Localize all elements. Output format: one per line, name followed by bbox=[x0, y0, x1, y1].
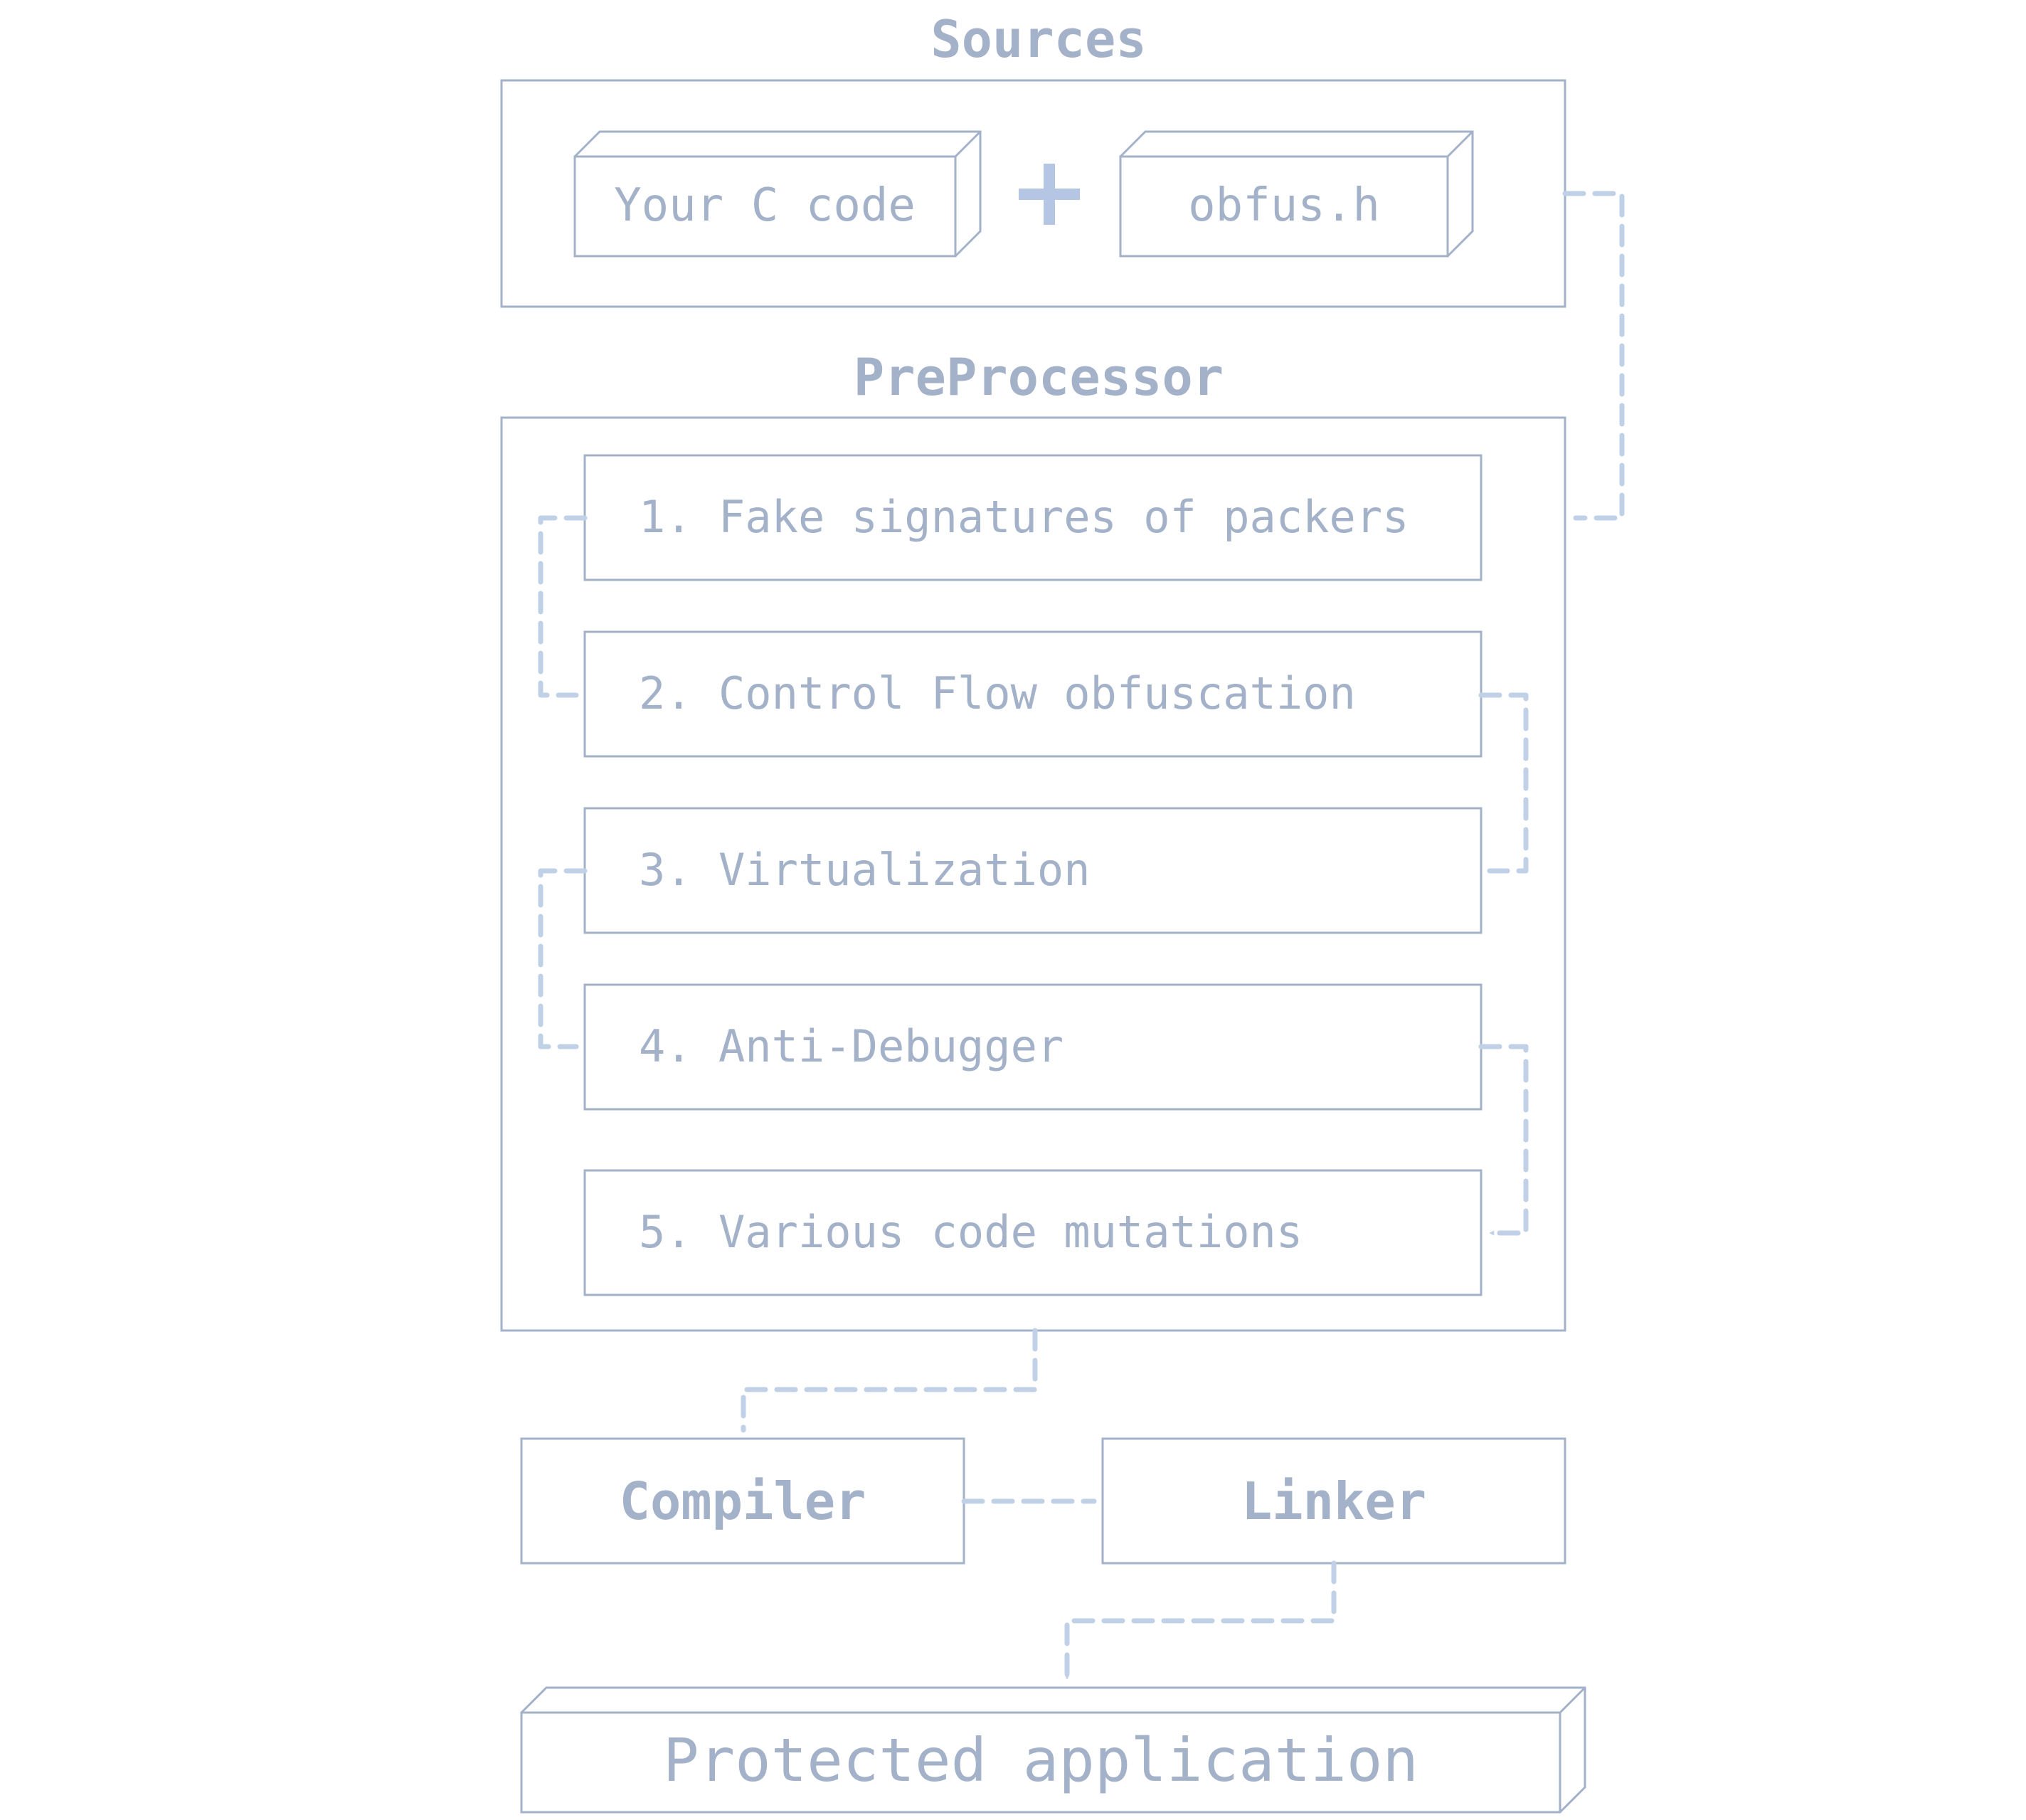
source-file-obfus-h-label: obfus.h bbox=[1188, 179, 1380, 232]
flow-step2-to-step3 bbox=[1478, 692, 1529, 874]
sources-title: Sources bbox=[930, 9, 1146, 69]
flow-step4-to-step5 bbox=[1478, 1044, 1529, 1236]
preprocessor-title: PreProcessor bbox=[854, 347, 1224, 407]
compiler-label: Compiler bbox=[620, 1471, 866, 1531]
output-protected-application: Protected application bbox=[520, 1686, 1586, 1814]
flow-step1-to-step2 bbox=[538, 515, 588, 698]
flow-sources-to-preprocessor bbox=[1562, 191, 1625, 521]
source-file-c-code: Your C code bbox=[573, 130, 982, 258]
step-anti-debugger-label: 4. Anti-Debugger bbox=[639, 1020, 1064, 1072]
plus-icon bbox=[1019, 164, 1080, 225]
flow-linker-to-output bbox=[1064, 1560, 1337, 1682]
source-file-obfus-h-box bbox=[1119, 155, 1449, 258]
step-control-flow-label: 2. Control Flow obfuscation bbox=[639, 667, 1356, 719]
flow-preprocessor-to-compiler bbox=[741, 1328, 1038, 1433]
source-file-c-code-label: Your C code bbox=[614, 179, 916, 232]
source-file-c-code-box bbox=[573, 155, 957, 258]
output-box bbox=[520, 1711, 1561, 1814]
flow-step3-to-step4 bbox=[538, 868, 588, 1049]
source-file-obfus-h: obfus.h bbox=[1119, 130, 1474, 258]
step-fake-signatures-label: 1. Fake signatures of packers bbox=[639, 491, 1409, 543]
step-code-mutations-label: 5. Various code mutations bbox=[639, 1206, 1303, 1258]
step-virtualization-label: 3. Virtualization bbox=[639, 844, 1091, 896]
linker-label: Linker bbox=[1241, 1471, 1426, 1531]
output-label: Protected application bbox=[663, 1725, 1418, 1795]
step-code-mutations-box bbox=[583, 1169, 1483, 1296]
